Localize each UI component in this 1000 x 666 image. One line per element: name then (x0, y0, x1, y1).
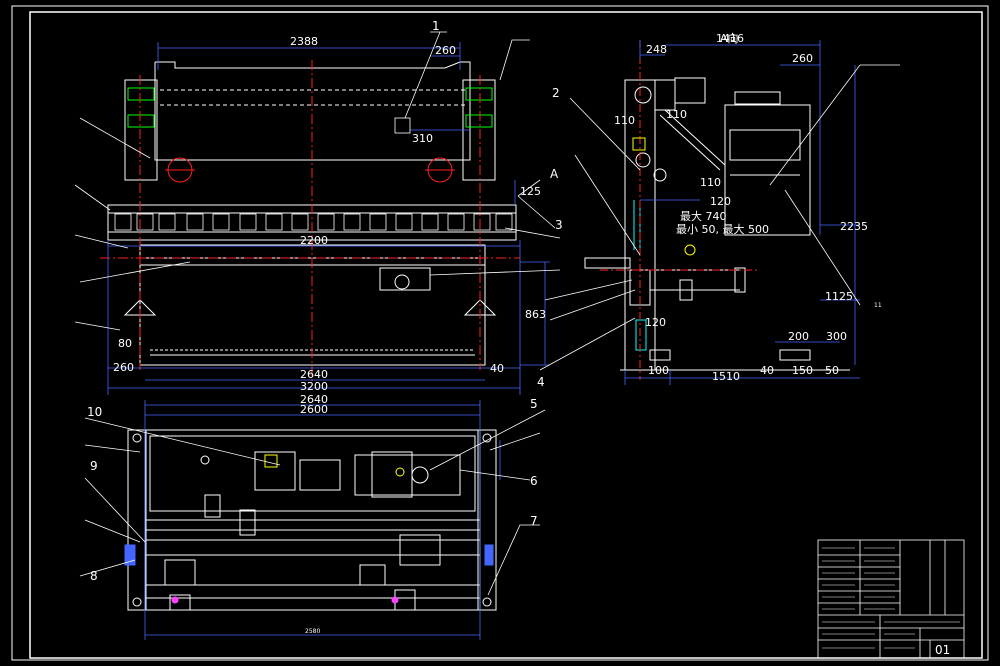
side-dim-120-b: 120 (645, 316, 666, 329)
side-dim-1510: 1510 (712, 370, 740, 383)
dim-2640: 2640 (300, 368, 328, 381)
callout-1: 1 (432, 19, 440, 33)
dim-260-bottom: 260 (113, 361, 134, 374)
side-dim-100: 100 (648, 364, 669, 377)
side-dim-1125: 1125 (825, 290, 853, 303)
dim-3200: 3200 (300, 380, 328, 393)
side-dim-1416: 1416 (716, 32, 744, 45)
plan-dim-2580: 2580 (305, 628, 320, 635)
title-block (817, 539, 965, 659)
dim-40: 40 (490, 362, 504, 375)
plan-dim-2640: 2640 (300, 393, 328, 406)
callout-a: A (550, 167, 559, 181)
side-dim-248: 248 (646, 43, 667, 56)
side-dim-50: 50 (825, 364, 839, 377)
title-block-fill (822, 547, 960, 649)
callout-2: 2 (552, 86, 560, 100)
dim-125: 125 (520, 185, 541, 198)
callout-4: 4 (537, 375, 545, 389)
dim-260-top: 260 (435, 44, 456, 57)
side-dim-300: 300 (826, 330, 847, 343)
drawing-frame (11, 5, 989, 661)
dim-80: 80 (118, 337, 132, 350)
callout-8: 8 (90, 569, 98, 583)
callout-3: 3 (555, 218, 563, 232)
callout-5: 5 (530, 397, 538, 411)
front-view: 2388 260 310 2200 125 863 80 260 40 2640… (74, 19, 563, 395)
side-dim-2235: 2235 (840, 220, 868, 233)
callout-6: 6 (530, 474, 538, 488)
sheet-number: 01 (935, 643, 950, 657)
plan-dim-2600: 2600 (300, 403, 328, 416)
plan-view: 2640 2600 2580 10 9 8 5 6 7 (79, 393, 546, 640)
side-dim-120-a: 120 (710, 195, 731, 208)
side-dim-150: 150 (792, 364, 813, 377)
side-dim-110-c: 110 (700, 176, 721, 189)
side-view-title: A向 (720, 31, 739, 45)
note-max-740: 最大 740 (680, 209, 727, 223)
callout-10: 10 (87, 405, 102, 419)
dim-2200: 2200 (300, 234, 328, 247)
side-dim-40: 40 (760, 364, 774, 377)
callout-9: 9 (90, 459, 98, 473)
side-dim-110-a: 110 (614, 114, 635, 127)
side-dim-200: 200 (788, 330, 809, 343)
dim-310: 310 (412, 132, 433, 145)
side-dim-110-b: 110 (666, 108, 687, 121)
dim-2388: 2388 (290, 35, 318, 48)
die-segments (114, 213, 513, 231)
callout-7: 7 (530, 514, 538, 528)
side-view: A向 248 1416 260 110 110 110 120 120 最大 7… (537, 31, 900, 389)
side-dim-260: 260 (792, 52, 813, 65)
dim-863: 863 (525, 308, 546, 321)
callout-11: 11 (874, 302, 882, 309)
note-min-max: 最小 50, 最大 500 (676, 222, 769, 236)
